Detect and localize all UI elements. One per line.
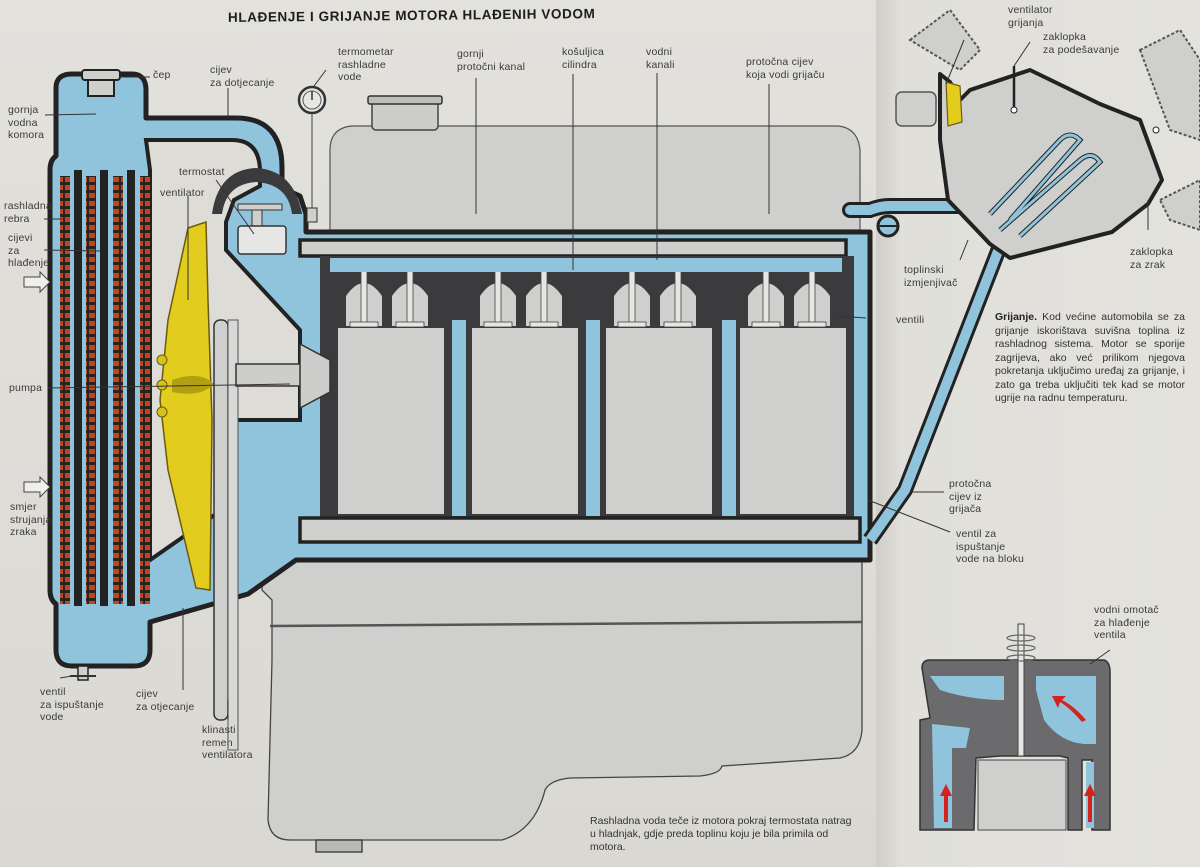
valve-spring bbox=[1006, 634, 1036, 662]
valve-head bbox=[617, 321, 647, 328]
label-cap: čep bbox=[153, 69, 171, 81]
label-valves: ventili bbox=[896, 314, 925, 326]
valve-head bbox=[663, 321, 693, 328]
heat-exchanger-coil bbox=[988, 133, 1102, 238]
heater-fan-blade bbox=[945, 81, 963, 127]
cylinder bbox=[606, 261, 712, 514]
inset-coolant-lower-left bbox=[932, 724, 970, 828]
lower-block-wall bbox=[298, 516, 862, 544]
label-heater-fan: ventilator grijanja bbox=[1008, 4, 1053, 29]
oil-sump bbox=[261, 555, 863, 841]
inset-piston bbox=[977, 759, 1067, 831]
label-cooling-tubes: cijevi za hlađenje bbox=[8, 232, 50, 269]
heater-supply-hose bbox=[845, 187, 995, 215]
label-inlet-pipe: cijev za dotjecanje bbox=[210, 64, 275, 89]
heating-note-body: Kod većine automobila se za grijanje isk… bbox=[995, 311, 1186, 404]
heater-hoses bbox=[842, 184, 1008, 545]
label-fan-belt: klinasti remen ventilatora bbox=[202, 724, 253, 761]
cylinders bbox=[338, 261, 846, 514]
figure-caption: Rashladna voda teče iz motora pokraj ter… bbox=[590, 815, 852, 853]
pump-impeller bbox=[299, 342, 331, 410]
head-water-passage bbox=[330, 258, 842, 272]
label-air-flow-direction: smjer strujanja zraka bbox=[10, 501, 52, 538]
label-air-flap: zaklopka za zrak bbox=[1130, 246, 1174, 271]
heater-return-hose bbox=[865, 244, 1005, 543]
heater-unit bbox=[895, 8, 1200, 260]
cooling-fin bbox=[113, 176, 123, 604]
thermometer-gauge bbox=[297, 85, 327, 223]
valve-head bbox=[797, 321, 827, 328]
sump-drain-plug bbox=[315, 839, 363, 853]
cylinder bbox=[472, 261, 578, 514]
cylinder-bore bbox=[338, 328, 444, 514]
water-channel bbox=[452, 320, 466, 516]
air-flap-pivot bbox=[1152, 126, 1160, 134]
label-valve-water-jacket: vodni omotač za hlađenje ventila bbox=[1094, 604, 1159, 641]
fan bbox=[156, 220, 214, 591]
water-channel bbox=[586, 320, 600, 516]
air-outlet-duct bbox=[1138, 28, 1200, 142]
air-flow-arrows bbox=[23, 270, 51, 499]
air-inlet-duct bbox=[908, 8, 982, 72]
heating-note-heading: Grijanje. bbox=[995, 311, 1038, 323]
inset-coolant-right bbox=[1036, 676, 1096, 744]
cooling-fin bbox=[60, 176, 70, 604]
valve-head bbox=[483, 321, 513, 328]
engine-block bbox=[261, 95, 863, 853]
cylinder-bore bbox=[740, 328, 846, 514]
flow-arrow-red bbox=[940, 696, 1096, 822]
label-fan: ventilator bbox=[160, 187, 205, 199]
cylinder-bore bbox=[472, 328, 578, 514]
label-outlet-pipe: cijev za otjecanje bbox=[136, 688, 195, 713]
heater-fan-motor bbox=[895, 91, 937, 127]
radiator-tube-wall bbox=[127, 170, 135, 606]
cooling-fin bbox=[86, 176, 96, 604]
radiator-tube-wall bbox=[100, 170, 108, 606]
valve-cooling-inset bbox=[919, 623, 1111, 831]
label-upper-water-tank: gornja vodna komora bbox=[8, 104, 45, 141]
valve-head bbox=[529, 321, 559, 328]
label-adjusting-flap: zaklopka za podešavanje bbox=[1043, 31, 1120, 56]
cylinder-head-cover bbox=[329, 125, 861, 231]
fan-belt-pulley bbox=[213, 319, 331, 751]
label-heater-supply-pipe: protočna cijev koja vodi grijaču bbox=[746, 56, 825, 81]
valve-head bbox=[349, 321, 379, 328]
label-pump: pumpa bbox=[9, 382, 43, 394]
label-thermometer: termometar rashladne vode bbox=[338, 46, 394, 83]
inset-coolant-left bbox=[930, 676, 1004, 700]
oil-filler-cap bbox=[367, 95, 443, 131]
cooling-fin bbox=[140, 176, 150, 604]
cylinder bbox=[740, 261, 846, 514]
label-heater-return-pipe: protočna cijev iz grijača bbox=[949, 478, 992, 515]
cylinder bbox=[338, 261, 444, 514]
valve-head bbox=[395, 321, 425, 328]
label-water-channels: vodni kanali bbox=[646, 46, 675, 71]
water-channel bbox=[722, 320, 736, 516]
label-heat-exchanger: toplinski izmjenjivač bbox=[904, 264, 958, 289]
sump-seam bbox=[269, 620, 863, 628]
label-drain-valve: ventil za ispuštanje vode bbox=[40, 686, 104, 723]
radiator-drain-valve bbox=[70, 665, 96, 681]
label-upper-flow-channel: gornji protočni kanal bbox=[457, 48, 526, 73]
label-cylinder-liner: košuljica cilindra bbox=[562, 46, 605, 71]
inset-valve-stem bbox=[1017, 623, 1025, 757]
cylinder-bore bbox=[606, 328, 712, 514]
label-thermostat: termostat bbox=[179, 166, 225, 178]
valve-head bbox=[751, 321, 781, 328]
leader-lines bbox=[43, 39, 1149, 720]
label-cooling-fins: rashladna rebra bbox=[4, 200, 52, 225]
heating-note: Grijanje. Kod većine automobila se za gr… bbox=[995, 311, 1185, 406]
water-channels bbox=[330, 258, 842, 516]
radiator-cap bbox=[81, 69, 121, 97]
label-block-drain-valve: ventil za ispuštanje vode na bloku bbox=[956, 528, 1024, 565]
air-outlet-duct-lower bbox=[1158, 178, 1200, 232]
thermostat bbox=[212, 168, 302, 255]
